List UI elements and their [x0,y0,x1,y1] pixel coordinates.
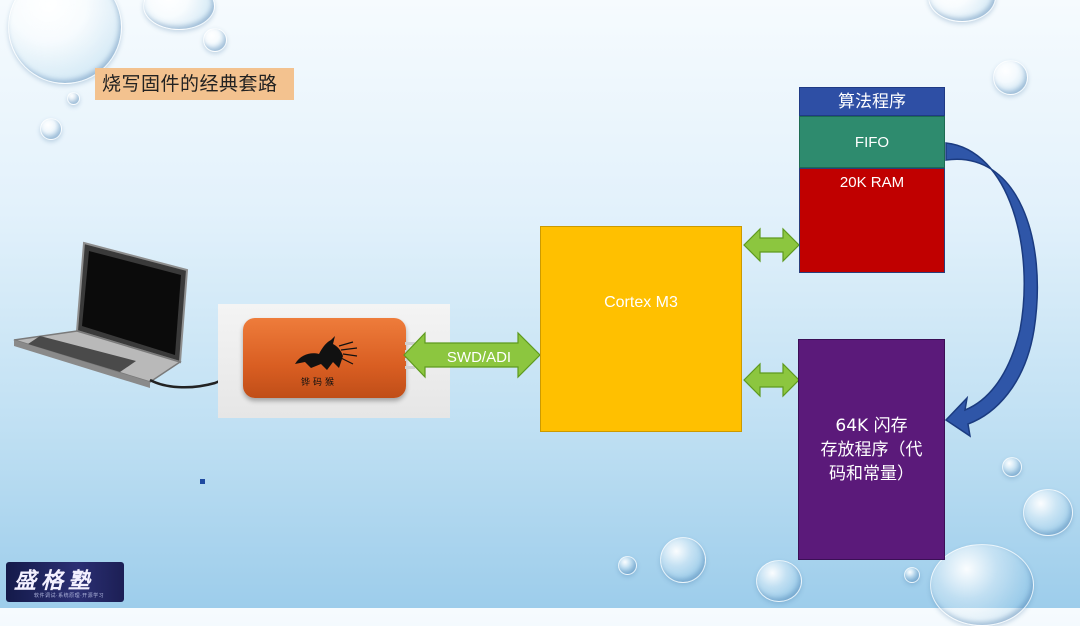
laptop-display [82,251,181,355]
cpu-flash-double-arrow [743,362,800,398]
swd-adi-label: SWD/ADI [446,349,512,366]
laptop-base [13,330,182,383]
algorithm-program-block: 算法程序 [799,87,945,116]
debug-probe-body: 铧码猴 [243,318,406,398]
flash-label: 64K 闪存 存放程序（代 码和常量） [821,414,923,486]
laptop-screen [75,241,189,364]
water-drop [660,537,706,583]
flash-label-line3: 码和常量） [829,463,914,484]
water-drop [904,567,920,583]
slide-title: 烧写固件的经典套路 [95,68,294,100]
flash-label-line1: 64K 闪存 [835,415,908,436]
ram-label: 20K RAM [839,174,905,191]
water-drop [928,0,996,22]
water-drop [1023,489,1073,536]
bullet-dot [200,479,205,484]
flash-label-line2: 存放程序（代 [820,439,923,460]
debug-probe-photo: 铧码猴 [218,304,450,418]
logo-subtitle: 软件调试·系统原理·开源学习 [34,593,105,599]
horse-rider-emblem-icon [295,336,358,370]
probe-emblem-text: 铧码猴 [301,378,338,388]
water-drop [1002,457,1022,477]
fifo-to-flash-curved-arrow [944,142,1039,438]
brand-logo: 盛格塾 软件调试·系统原理·开源学习 [6,562,124,602]
ram-20k-block: 20K RAM [799,168,945,273]
cortex-m3-label: Cortex M3 [604,294,678,311]
flash-64k-block: 64K 闪存 存放程序（代 码和常量） [798,339,945,560]
logo-text: 盛格塾 [14,568,96,594]
water-drop [203,28,227,52]
laptop-keyboard [28,336,136,372]
water-drop [993,60,1028,95]
water-drop [930,544,1034,626]
water-drop [143,0,215,30]
cortex-m3-block: Cortex M3 [540,226,742,432]
cpu-ram-double-arrow [743,227,800,263]
fifo-block: FIFO [799,116,945,168]
water-drop [40,118,62,140]
water-drop [756,560,802,602]
water-drop [618,556,637,575]
water-drop [67,92,80,105]
